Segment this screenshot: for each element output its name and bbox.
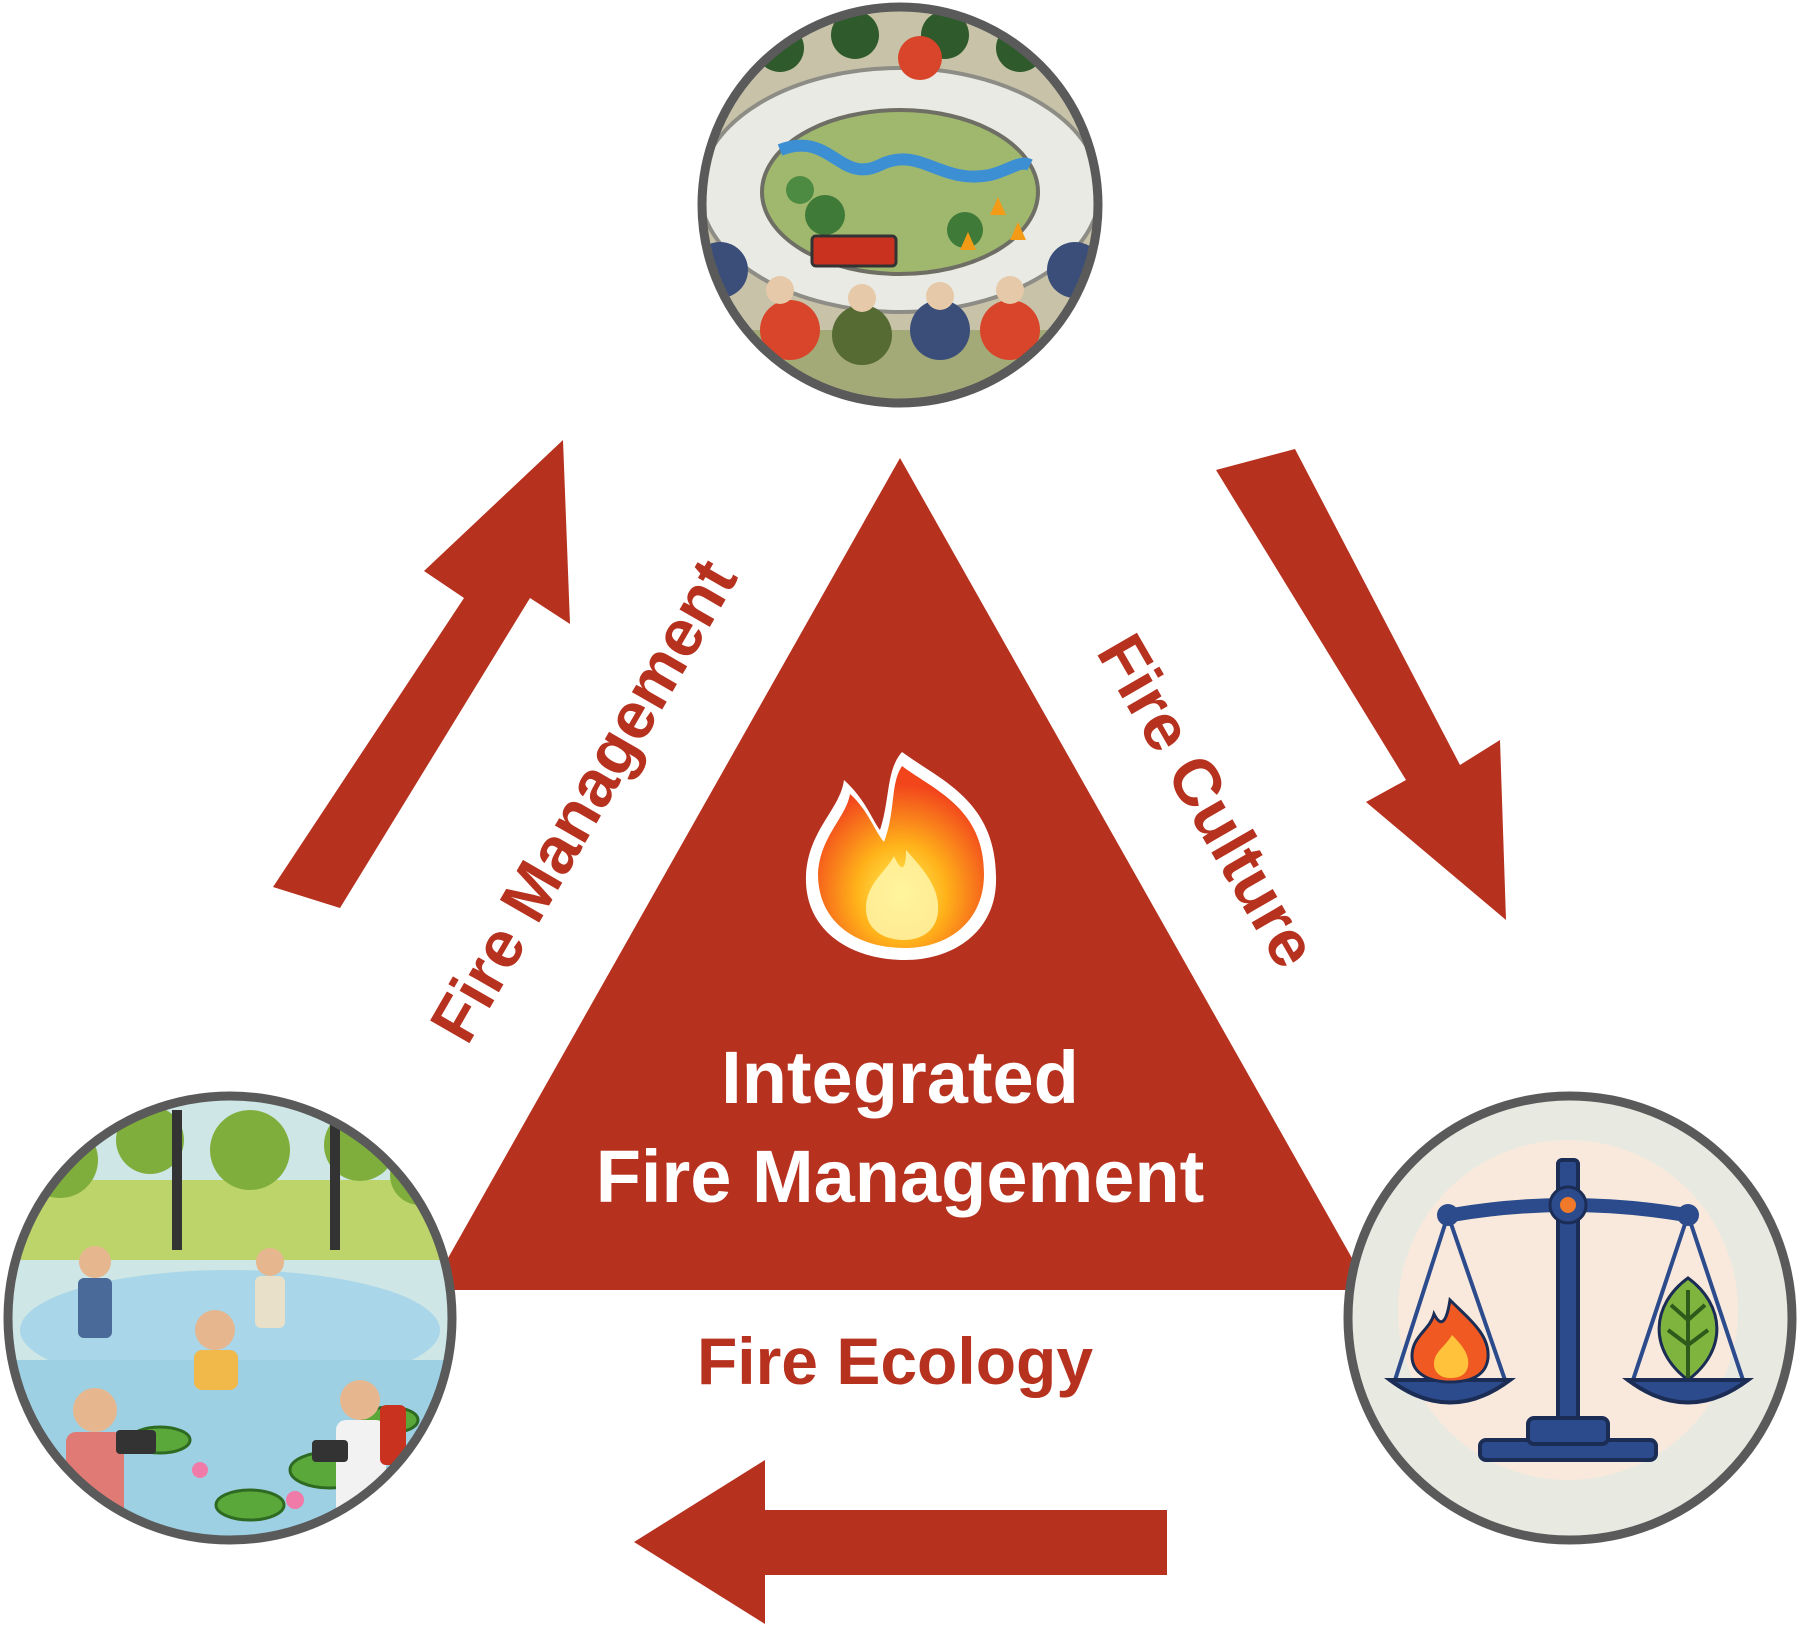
arrow-down-right — [1216, 449, 1506, 920]
balance-scale-fire-leaf-icon — [1343, 1091, 1797, 1545]
wetland-field-research-illustration — [3, 1091, 457, 1545]
flame-icon — [805, 752, 997, 960]
fire-planning-meeting-illustration — [697, 2, 1103, 408]
center-title-line1: Integrated — [721, 1036, 1079, 1119]
label-fire-ecology: Fire Ecology — [697, 1324, 1093, 1398]
arrow-up-right — [273, 440, 570, 908]
arrow-left — [634, 1460, 1167, 1624]
center-title-line2: Fire Management — [596, 1135, 1205, 1218]
